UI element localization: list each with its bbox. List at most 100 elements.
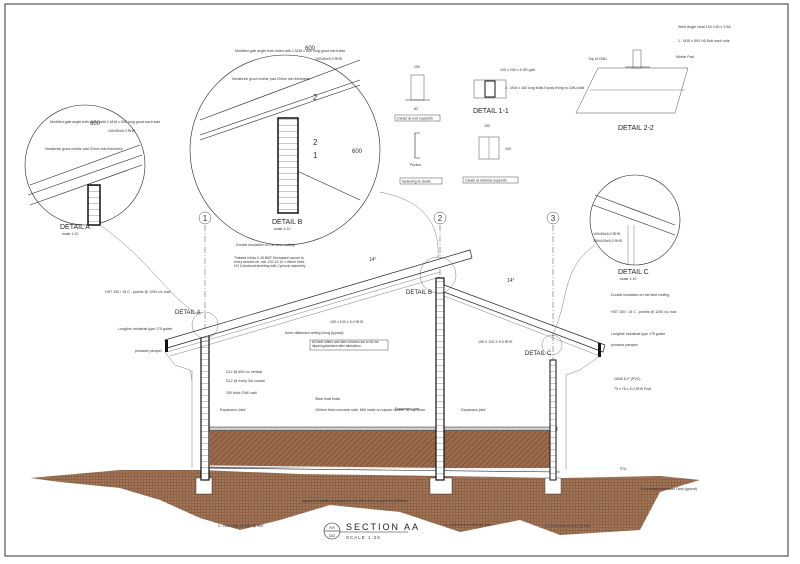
detail-c-callout <box>541 334 563 356</box>
svg-text:Longline Industrial type 175 g: Longline Industrial type 175 gutter <box>118 327 173 331</box>
svg-text:2: 2 <box>313 138 318 147</box>
cleats-end-supports: 150 82 Cleats at end supports <box>394 65 441 122</box>
svg-text:150 X 100 X 5.0 RHS: 150 X 100 X 5.0 RHS <box>478 340 513 344</box>
svg-text:1 - M16 x 500 HD Bolt each sid: 1 - M16 x 500 HD Bolt each side <box>678 39 730 43</box>
cmu-column-1 <box>200 334 210 481</box>
svg-text:150 x 100 x 5.0 RHS: 150 x 100 x 5.0 RHS <box>330 320 364 324</box>
svg-text:100x50x5.0 RHS: 100x50x5.0 RHS <box>593 232 621 236</box>
svg-text:Purlins: Purlins <box>410 163 421 167</box>
svg-text:2: 2 <box>313 93 318 102</box>
svg-text:Mortar Pad: Mortar Pad <box>676 55 694 59</box>
svg-text:DETAIL 1-1: DETAIL 1-1 <box>473 108 509 115</box>
galvanise-note: All steel rafters and steel columns are … <box>312 340 379 348</box>
left-roof <box>164 249 473 357</box>
svg-text:DETAIL C: DETAIL C <box>525 351 552 357</box>
svg-text:600: 600 <box>305 46 316 52</box>
section-notes: 14° 14° DETAIL A DETAIL B DETAIL C Doubl… <box>105 243 697 528</box>
drawing-frame <box>4 3 789 557</box>
grid-marker-2: 2 <box>433 211 447 225</box>
purlin-fastening: Purlins fastening to cleats <box>399 132 443 185</box>
svg-text:100x50x5.0 RHS: 100x50x5.0 RHS <box>315 57 343 61</box>
svg-text:600: 600 <box>352 149 363 155</box>
svg-text:Top of CMU: Top of CMU <box>588 57 607 61</box>
svg-text:approved backfill compacted to: approved backfill compacted to min 95% D… <box>302 499 407 503</box>
svg-text:Expansion joint: Expansion joint <box>461 408 485 412</box>
svg-text:202: 202 <box>329 533 336 538</box>
svg-text:Cleats at internal supports: Cleats at internal supports <box>465 179 507 183</box>
svg-text:DETAIL B: DETAIL B <box>406 290 432 296</box>
detail-b: Modified gale angle both sides with 1-M1… <box>189 46 381 246</box>
compacted-fill <box>210 430 555 468</box>
svg-text:1: 1 <box>313 151 318 160</box>
svg-text:scale 1:10: scale 1:10 <box>62 232 78 236</box>
svg-text:pinnacle parapet: pinnacle parapet <box>135 349 162 353</box>
svg-text:Nonshrink grout mortar pad 20m: Nonshrink grout mortar pad 20mm min thic… <box>45 147 123 151</box>
svg-text:FGL: FGL <box>620 467 627 471</box>
svg-text:2: 2 <box>438 214 443 223</box>
svg-text:Longline Industrial type 175 g: Longline Industrial type 175 gutter <box>611 332 666 336</box>
svg-text:fastening to cleats: fastening to cleats <box>402 180 431 184</box>
detail-c: 100x50x5.0 RHS 150x100x5.0 RHS DETAIL C … <box>589 174 681 281</box>
detail-1-1: 100 x 200 x 6 SR galv 2 - M16 x 160 long… <box>473 68 584 115</box>
right-roof <box>443 284 606 357</box>
svg-text:To underground water Tank (typ: To underground water Tank (typical) <box>640 487 697 491</box>
svg-text:14°: 14° <box>369 257 377 263</box>
svg-text:AA: AA <box>329 525 335 530</box>
svg-text:pinnacle parapet: pinnacle parapet <box>611 343 638 347</box>
svg-text:14°: 14° <box>507 278 515 284</box>
svg-text:Cleats at end supports: Cleats at end supports <box>397 117 433 121</box>
svg-text:100Ø D.P (PVC): 100Ø D.P (PVC) <box>614 377 641 381</box>
svg-text:150x100x5.0 RHS: 150x100x5.0 RHS <box>593 239 623 243</box>
svg-text:DETAIL A: DETAIL A <box>175 310 201 316</box>
svg-text:150: 150 <box>414 65 420 69</box>
svg-text:Double insulation on the lane: Double insulation on the lane roofing <box>236 243 294 247</box>
svg-text:100x50x5.0 RHS: 100x50x5.0 RHS <box>108 129 136 133</box>
svg-text:DETAIL 2-2: DETAIL 2-2 <box>618 125 654 132</box>
svg-text:5 - D16 Cont. w /D12 @ 300: 5 - D16 Cont. w /D12 @ 300 <box>445 523 490 527</box>
svg-text:Expansion Joint: Expansion Joint <box>220 408 245 412</box>
svg-text:3: 3 <box>551 214 556 223</box>
svg-text:600: 600 <box>90 121 101 127</box>
svg-text:D12 @ every 3rd course: D12 @ every 3rd course <box>226 379 265 383</box>
section-title-block: AA 202 SECTION AA SCALE 1:25 <box>323 522 420 540</box>
svg-text:scale 1:10: scale 1:10 <box>620 277 636 281</box>
svg-text:HST 150 / 15 C - purlins @ 120: HST 150 / 15 C - purlins @ 1200 c/c max <box>105 290 171 294</box>
section-scale: SCALE 1:25 <box>346 535 381 540</box>
svg-text:75 x 75 x 5.0 SHS Post: 75 x 75 x 5.0 SHS Post <box>614 387 651 391</box>
svg-text:Modified gale angle both sides: Modified gale angle both sides with 1-M1… <box>50 120 160 124</box>
svg-text:DETAIL C: DETAIL C <box>618 269 649 276</box>
svg-text:Modified gale angle both sides: Modified gale angle both sides with 1-M1… <box>235 49 345 53</box>
svg-text:100: 100 <box>505 147 511 151</box>
svg-text:DETAIL B: DETAIL B <box>272 219 303 226</box>
sheeting-note: Timbera Infinio 0.45 BMT Decrasteel secu… <box>234 256 306 268</box>
detail-2-2: Steel Angle cleat 100 x 60 x 3.5A 1 - M1… <box>575 25 731 132</box>
svg-text:100 x 200 x 6 SR galv: 100 x 200 x 6 SR galv <box>500 68 535 72</box>
svg-text:3 - D16 Cont. w /D12 @ 300: 3 - D16 Cont. w /D12 @ 300 <box>218 524 263 528</box>
svg-text:82: 82 <box>414 107 418 111</box>
cmu-column-2 <box>435 277 445 481</box>
section-title: SECTION AA <box>346 522 420 532</box>
detail-a-callout <box>191 311 219 339</box>
cmu-column-3 <box>549 359 557 481</box>
grid-marker-3: 3 <box>546 211 560 225</box>
svg-text:Nonshrink grout mortar pad 20m: Nonshrink grout mortar pad 20mm min thic… <box>232 77 310 81</box>
svg-text:3 - D16 Cont. w /D12 @ 300: 3 - D16 Cont. w /D12 @ 300 <box>545 524 590 528</box>
svg-text:Expansion joint: Expansion joint <box>395 407 419 411</box>
cleats-internal-supports: 150 100 Cleats at internal supports <box>462 124 519 184</box>
svg-text:Double insulation on the lane: Double insulation on the lane roofing <box>611 293 669 297</box>
detail-a: Modified gale angle both sides with 1-M1… <box>24 104 160 236</box>
svg-text:2 - M16 x 160 long bolts Epoxy: 2 - M16 x 160 long bolts Epoxy fixing to… <box>505 86 584 90</box>
svg-text:200 thick CMU wall: 200 thick CMU wall <box>226 391 257 395</box>
svg-text:1: 1 <box>203 214 208 223</box>
svg-text:Steel Angle cleat 100 x 60 x 3: Steel Angle cleat 100 x 60 x 3.5A <box>678 25 731 29</box>
svg-text:DETAIL A: DETAIL A <box>60 224 90 231</box>
svg-text:150: 150 <box>484 124 490 128</box>
grid-marker-1: 1 <box>198 211 212 225</box>
svg-text:D12 @ 600 c/c vertical: D12 @ 600 c/c vertical <box>226 370 262 374</box>
svg-text:Steel float finish: Steel float finish <box>315 397 340 401</box>
svg-text:HST 150 / 15 C - purlins @ 120: HST 150 / 15 C - purlins @ 1200 c/c max <box>611 310 677 314</box>
svg-text:100mm thick concrete slab, 665: 100mm thick concrete slab, 665 mesh on v… <box>315 408 426 412</box>
concrete-slab <box>204 426 558 431</box>
svg-text:scale 1:10: scale 1:10 <box>274 227 290 231</box>
